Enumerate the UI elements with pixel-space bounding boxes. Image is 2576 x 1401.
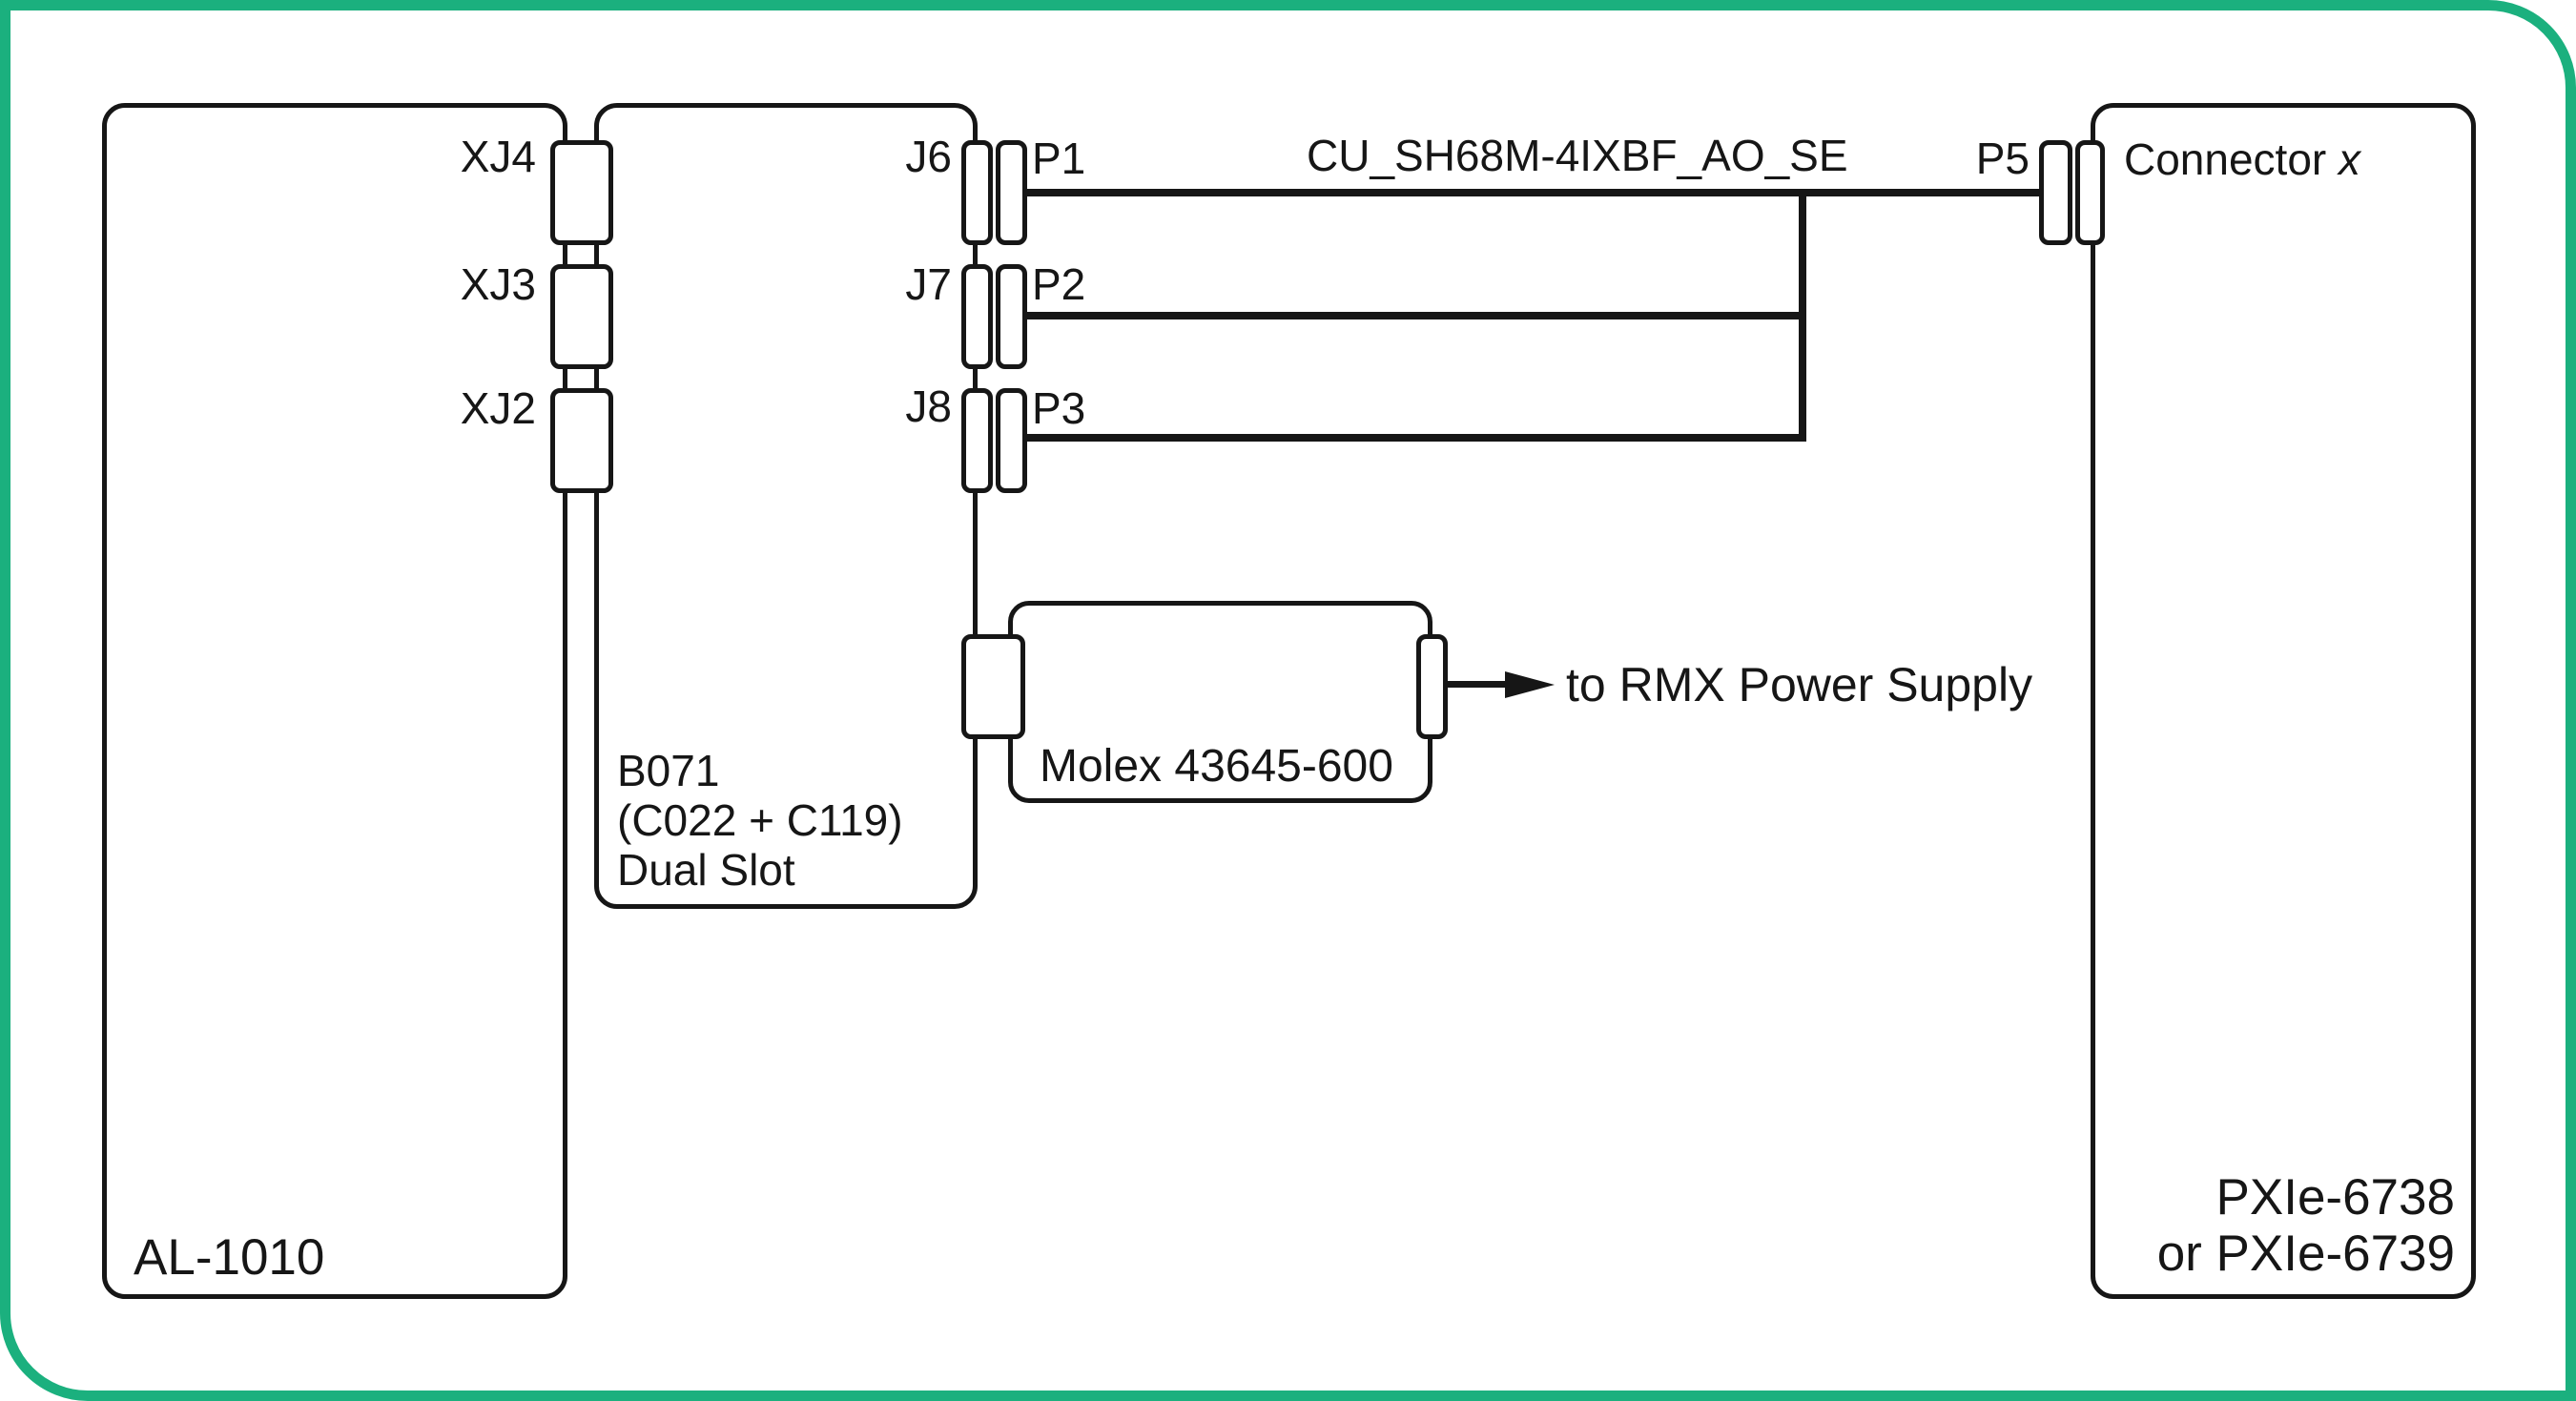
pxie-label-line1: PXIe-6738 xyxy=(2215,1169,2455,1226)
cable-p1-wire xyxy=(1027,189,2039,196)
molex-left-connector-block xyxy=(961,634,1025,739)
al1010-box-label: AL-1010 xyxy=(134,1229,325,1286)
p1-label: P1 xyxy=(1032,134,1086,183)
p3-label: P3 xyxy=(1032,383,1086,433)
p1-connector-block xyxy=(996,140,1027,245)
b071-label-line2: (C022 + C119) xyxy=(617,795,903,845)
power-arrow-line xyxy=(1448,681,1507,688)
j7-connector-block xyxy=(961,264,993,369)
p5-label: P5 xyxy=(1975,134,2030,183)
molex-box-label: Molex 43645-600 xyxy=(1040,741,1393,792)
rmx-power-supply-label: to RMX Power Supply xyxy=(1566,658,2033,711)
j8-connector-block xyxy=(961,388,993,493)
xj3-connector-block xyxy=(550,264,613,369)
j6-connector-block xyxy=(961,140,993,245)
cable-name-label: CU_SH68M-4IXBF_AO_SE xyxy=(1307,131,1848,180)
xj2-label: XJ2 xyxy=(460,383,536,433)
b071-label-line1: B071 xyxy=(617,746,720,795)
pxie-box-label: PXIe-6738 or PXIe-6739 xyxy=(2073,1169,2455,1282)
j7-label: J7 xyxy=(905,259,952,309)
molex-right-connector-block xyxy=(1416,634,1448,739)
pxie-device-box xyxy=(2091,103,2476,1299)
cable-p2-wire xyxy=(1027,312,1806,319)
al1010-device-box xyxy=(102,103,567,1299)
j8-label: J8 xyxy=(905,381,952,431)
b071-box-label: B071 (C022 + C119) Dual Slot xyxy=(617,746,903,895)
b071-device-box xyxy=(594,103,978,909)
xj2-connector-block xyxy=(550,388,613,493)
p3-connector-block xyxy=(996,388,1027,493)
b071-label-line3: Dual Slot xyxy=(617,845,795,895)
cable-p3-wire xyxy=(1027,434,1806,442)
p2-label: P2 xyxy=(1032,259,1086,309)
cable-bus-wire xyxy=(1799,189,1806,442)
j6-label: J6 xyxy=(905,132,952,181)
connector-x-label: Connector x xyxy=(2124,137,2360,181)
xj3-label: XJ3 xyxy=(460,259,536,309)
xj4-label: XJ4 xyxy=(460,132,536,181)
connector-x-block xyxy=(2075,140,2105,245)
power-arrow-head xyxy=(1505,671,1555,698)
connector-x-label-prefix: Connector xyxy=(2124,134,2339,184)
xj4-connector-block xyxy=(550,140,613,245)
pxie-label-line2: or PXIe-6739 xyxy=(2156,1226,2455,1282)
p5-connector-block xyxy=(2039,140,2072,245)
connector-x-label-x: x xyxy=(2339,134,2361,184)
p2-connector-block xyxy=(996,264,1027,369)
